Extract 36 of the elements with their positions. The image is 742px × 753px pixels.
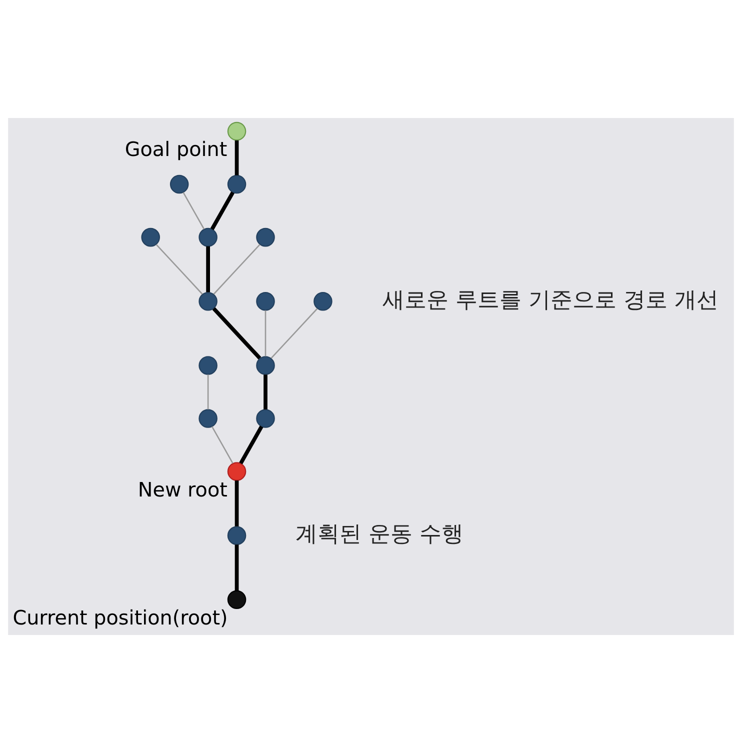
node-circle (227, 526, 246, 545)
connector (264, 310, 266, 356)
node-circle (198, 409, 218, 428)
node-circle (170, 174, 189, 194)
connector (234, 480, 239, 526)
node-circle (198, 292, 218, 311)
node-circle (227, 462, 246, 481)
connector (156, 244, 203, 295)
node-label: New root (138, 478, 228, 502)
node-circle (256, 356, 275, 375)
connector (213, 244, 260, 295)
node-circle (141, 228, 160, 247)
connector (206, 246, 210, 292)
connector (212, 307, 262, 360)
node-circle (256, 292, 275, 311)
node-circle (198, 228, 218, 247)
connector (264, 374, 268, 410)
connector (234, 544, 239, 590)
node-circle (227, 122, 246, 141)
node-circle (227, 590, 246, 610)
connector (211, 426, 234, 464)
node-label: Goal point (124, 138, 228, 161)
label: 계획된 운동 수행 (295, 521, 464, 548)
node-circle (256, 409, 275, 428)
connector (270, 308, 318, 359)
connector (239, 426, 264, 464)
connector (182, 192, 205, 230)
node-circle (314, 292, 332, 311)
node-circle (198, 356, 218, 375)
node-circle (227, 174, 246, 194)
node-label: Current position(root) (12, 606, 228, 630)
node-circle (256, 228, 275, 247)
connector (234, 140, 239, 176)
connector (210, 191, 234, 230)
connector (207, 374, 209, 410)
label: 새로운 루트를 기준으로 경로 개선 (382, 286, 719, 313)
